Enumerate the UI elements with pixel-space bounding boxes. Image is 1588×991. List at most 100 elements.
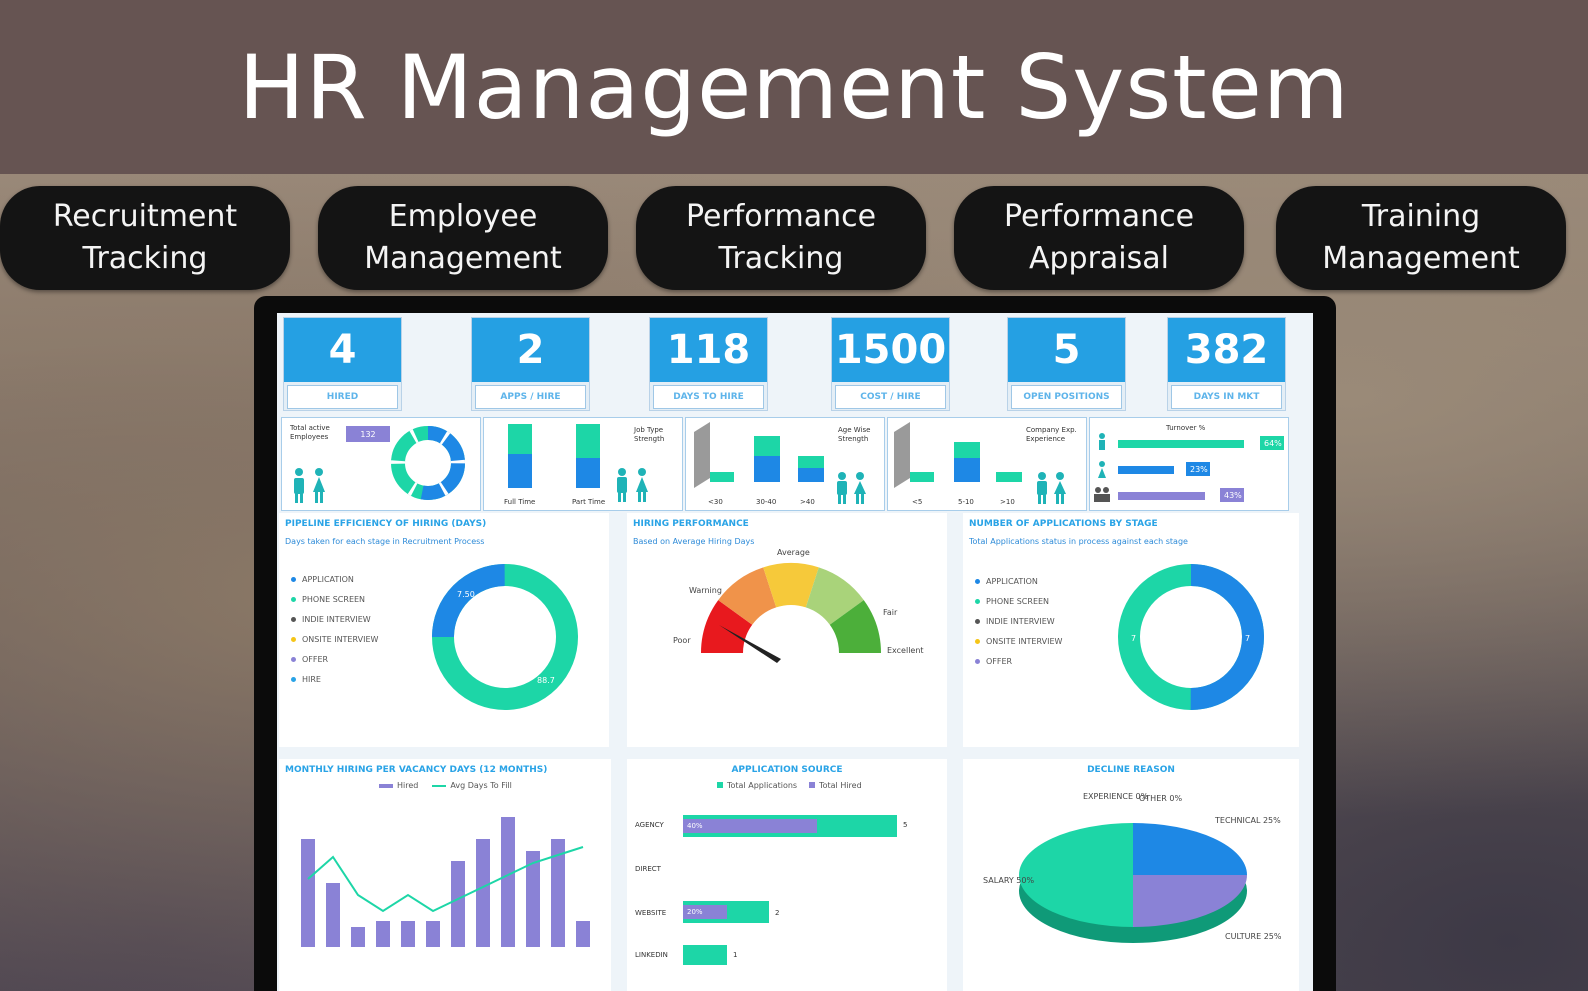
age-label: <30 [708, 498, 723, 506]
kpi-label: COST / HIRE [835, 385, 946, 409]
person-icon [617, 468, 648, 502]
legend-item: ONSITE INTERVIEW [975, 631, 1062, 651]
legend-swatch [809, 782, 816, 788]
kpi-label: APPS / HIRE [475, 385, 586, 409]
source-title: APPLICATION SOURCE [731, 765, 843, 775]
bar-part-time-top [576, 424, 600, 458]
module-label: Performance Appraisal [1003, 199, 1195, 276]
module-training-management[interactable]: Training Management [1276, 186, 1566, 290]
legend-swatch [975, 638, 980, 644]
turnover-chart: 64% 23% 43% [1094, 433, 1284, 502]
legend-item: OFFER [291, 649, 378, 669]
legend-swatch [291, 616, 296, 622]
gauge-warning [718, 567, 777, 625]
module-employee-management[interactable]: Employee Management [318, 186, 608, 290]
gauge-label: Average [777, 548, 810, 557]
employees-donut [391, 426, 465, 500]
kpi-label: DAYS TO HIRE [653, 385, 764, 409]
source-row-value: 1 [733, 951, 738, 959]
employees-count: 132 [346, 426, 390, 442]
bar [576, 921, 590, 947]
employees-caption: Total active Employees [290, 424, 330, 441]
turnover-bar [1118, 492, 1205, 500]
module-label: Recruitment Tracking [52, 199, 238, 276]
bar-5-10-bottom [954, 458, 980, 482]
gauge-fair [805, 567, 864, 625]
panel-hiring-performance: HIRING PERFORMANCE Based on Average Hiri… [627, 513, 947, 747]
bar-5-10-top [954, 442, 980, 458]
bar-part-time-bottom [576, 458, 600, 488]
person-icon [1099, 433, 1105, 450]
decline-title: DECLINE REASON [1087, 765, 1175, 775]
bar [476, 839, 490, 947]
kpi-open-positions[interactable]: 5 OPEN POSITIONS [1007, 317, 1126, 411]
pipeline-title: PIPELINE EFFICIENCY OF HIRING (DAYS) [285, 519, 487, 529]
turnover-bar [1118, 466, 1174, 474]
panel-applications-stage: NUMBER OF APPLICATIONS BY STAGE Total Ap… [963, 513, 1299, 747]
source-bar-agency-hired: 40% [683, 819, 817, 833]
monthly-title: MONTHLY HIRING PER VACANCY DAYS (12 MONT… [285, 765, 548, 775]
legend-item: INDIE INTERVIEW [291, 609, 378, 629]
pie-culture [1133, 875, 1247, 927]
kpi-value: 118 [650, 318, 767, 382]
gauge-chart: Poor Warning Average Fair Excellent [673, 548, 924, 663]
kpi-days-to-hire[interactable]: 118 DAYS TO HIRE [649, 317, 768, 411]
legend-item: PHONE SCREEN [975, 591, 1062, 611]
employees-visual [294, 426, 465, 503]
gauge-label: Excellent [887, 646, 924, 655]
panel-application-source: APPLICATION SOURCE Total Applications To… [627, 759, 947, 991]
bar-under-5 [910, 472, 934, 482]
turnover-badge [1220, 488, 1244, 502]
applicants-legend: APPLICATION PHONE SCREEN INDIE INTERVIEW… [975, 571, 1062, 671]
source-legend: Total Applications Total Hired [717, 781, 862, 790]
bar [501, 817, 515, 947]
kpi-days-in-market[interactable]: 382 DAYS IN MKT [1167, 317, 1286, 411]
person-icon [837, 472, 866, 504]
module-recruitment-tracking[interactable]: Recruitment Tracking [0, 186, 290, 290]
legend-swatch [975, 578, 980, 584]
kpi-cost-per-hire[interactable]: 1500 COST / HIRE [831, 317, 950, 411]
pie-label: EXPERIENCE 0% [1083, 792, 1149, 801]
bar [326, 883, 340, 947]
bar-over-10 [996, 472, 1022, 482]
bar [301, 839, 315, 947]
avg-days-line [307, 846, 584, 913]
age-caption: Age Wise Strength [838, 426, 871, 443]
kpi-hired[interactable]: 4 HIRED [283, 317, 402, 411]
module-nav: Recruitment Tracking Employee Management… [0, 186, 1588, 294]
turnover-value: 43% [1224, 491, 1242, 500]
donut-label: 7.50 [457, 590, 475, 599]
legend-item: Total Applications [717, 781, 797, 790]
source-bar-website-hired: 20% [683, 905, 727, 919]
mini-employees: Total active Employees 132 [281, 417, 481, 511]
gauge-label: Warning [689, 586, 722, 595]
turnover-badge [1186, 462, 1210, 476]
bar [351, 927, 365, 947]
group-icon [1094, 487, 1110, 502]
legend-item: INDIE INTERVIEW [975, 611, 1062, 631]
pie-label: TECHNICAL 25% [1214, 816, 1281, 825]
panel-decline-reason: DECLINE REASON EXPERIENCE 0% OTHER 0% TE… [963, 759, 1299, 991]
bar-30-40-bottom [754, 456, 780, 482]
module-performance-tracking[interactable]: Performance Tracking [636, 186, 926, 290]
applicants-title: NUMBER OF APPLICATIONS BY STAGE [969, 519, 1158, 529]
donut-label: 7 [1245, 634, 1250, 643]
chart-wall [894, 422, 910, 488]
age-label: >40 [800, 498, 815, 506]
pipeline-legend: APPLICATION PHONE SCREEN INDIE INTERVIEW… [291, 569, 378, 689]
source-row-label: LINKEDIN [635, 951, 668, 959]
experience-chart [894, 422, 1066, 504]
kpi-value: 5 [1008, 318, 1125, 382]
bar [451, 861, 465, 947]
legend-swatch [291, 656, 296, 662]
kpi-apps-per-hire[interactable]: 2 APPS / HIRE [471, 317, 590, 411]
legend-swatch [975, 658, 980, 664]
kpi-label: DAYS IN MKT [1171, 385, 1282, 409]
turnover-value: 64% [1264, 439, 1282, 448]
module-performance-appraisal[interactable]: Performance Appraisal [954, 186, 1244, 290]
legend-item: Avg Days To Fill [432, 781, 512, 790]
legend-swatch [291, 596, 296, 602]
module-label: Performance Tracking [685, 199, 877, 276]
job-type-chart [508, 424, 648, 502]
age-label: 30-40 [756, 498, 777, 506]
